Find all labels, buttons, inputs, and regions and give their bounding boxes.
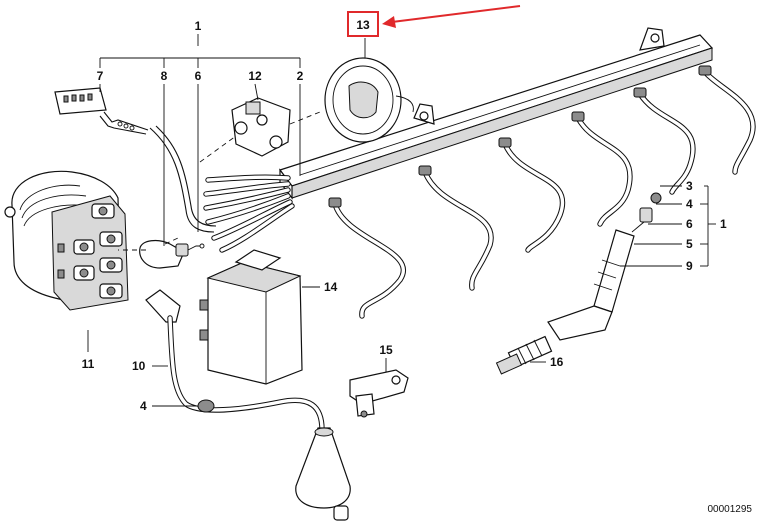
- cap-ring-13: [324, 57, 414, 143]
- ignition-lead-rail: [279, 27, 714, 200]
- document-number: 00001295: [708, 504, 753, 515]
- spark-plug-leads: [328, 65, 756, 319]
- callout-2: 2: [297, 69, 304, 83]
- callout-13: 13: [356, 18, 370, 32]
- highlight-box: [347, 11, 379, 37]
- callout-8: 8: [161, 69, 168, 83]
- sensor-bracket-15: [349, 369, 409, 418]
- multi-pin-connector: [54, 87, 149, 135]
- bracket-part-12: [231, 97, 291, 157]
- callout-9: 9: [686, 259, 693, 273]
- callout-10: 10: [132, 359, 146, 373]
- callout-1-top: 1: [195, 19, 202, 33]
- spark-plug-connector-9: [547, 192, 662, 341]
- highlight-arrow: [382, 5, 521, 28]
- callout-12: 12: [248, 69, 262, 83]
- ignition-coil-14: [199, 249, 303, 385]
- lead-bundle: [149, 125, 295, 253]
- callout-4-right: 4: [686, 197, 693, 211]
- callout-5-right: 5: [686, 237, 693, 251]
- callout-15: 15: [379, 343, 393, 357]
- coil-lead-10: [145, 289, 351, 521]
- callout-3-right: 3: [686, 179, 693, 193]
- callout-4-left: 4: [140, 399, 147, 413]
- assembly-lines: [118, 111, 321, 251]
- spark-plug-16: [495, 335, 553, 375]
- coil-connector-8: [139, 239, 205, 269]
- distributor-cap: [4, 170, 129, 311]
- callout-11: 11: [82, 357, 95, 371]
- callout-14: 14: [324, 280, 338, 294]
- leader-lines: [87, 34, 716, 407]
- callout-1-right: 1: [720, 217, 727, 231]
- callout-6-top: 6: [195, 69, 202, 83]
- callout-7: 7: [97, 69, 104, 83]
- callout-16: 16: [550, 355, 564, 369]
- callout-6-right: 6: [686, 217, 693, 231]
